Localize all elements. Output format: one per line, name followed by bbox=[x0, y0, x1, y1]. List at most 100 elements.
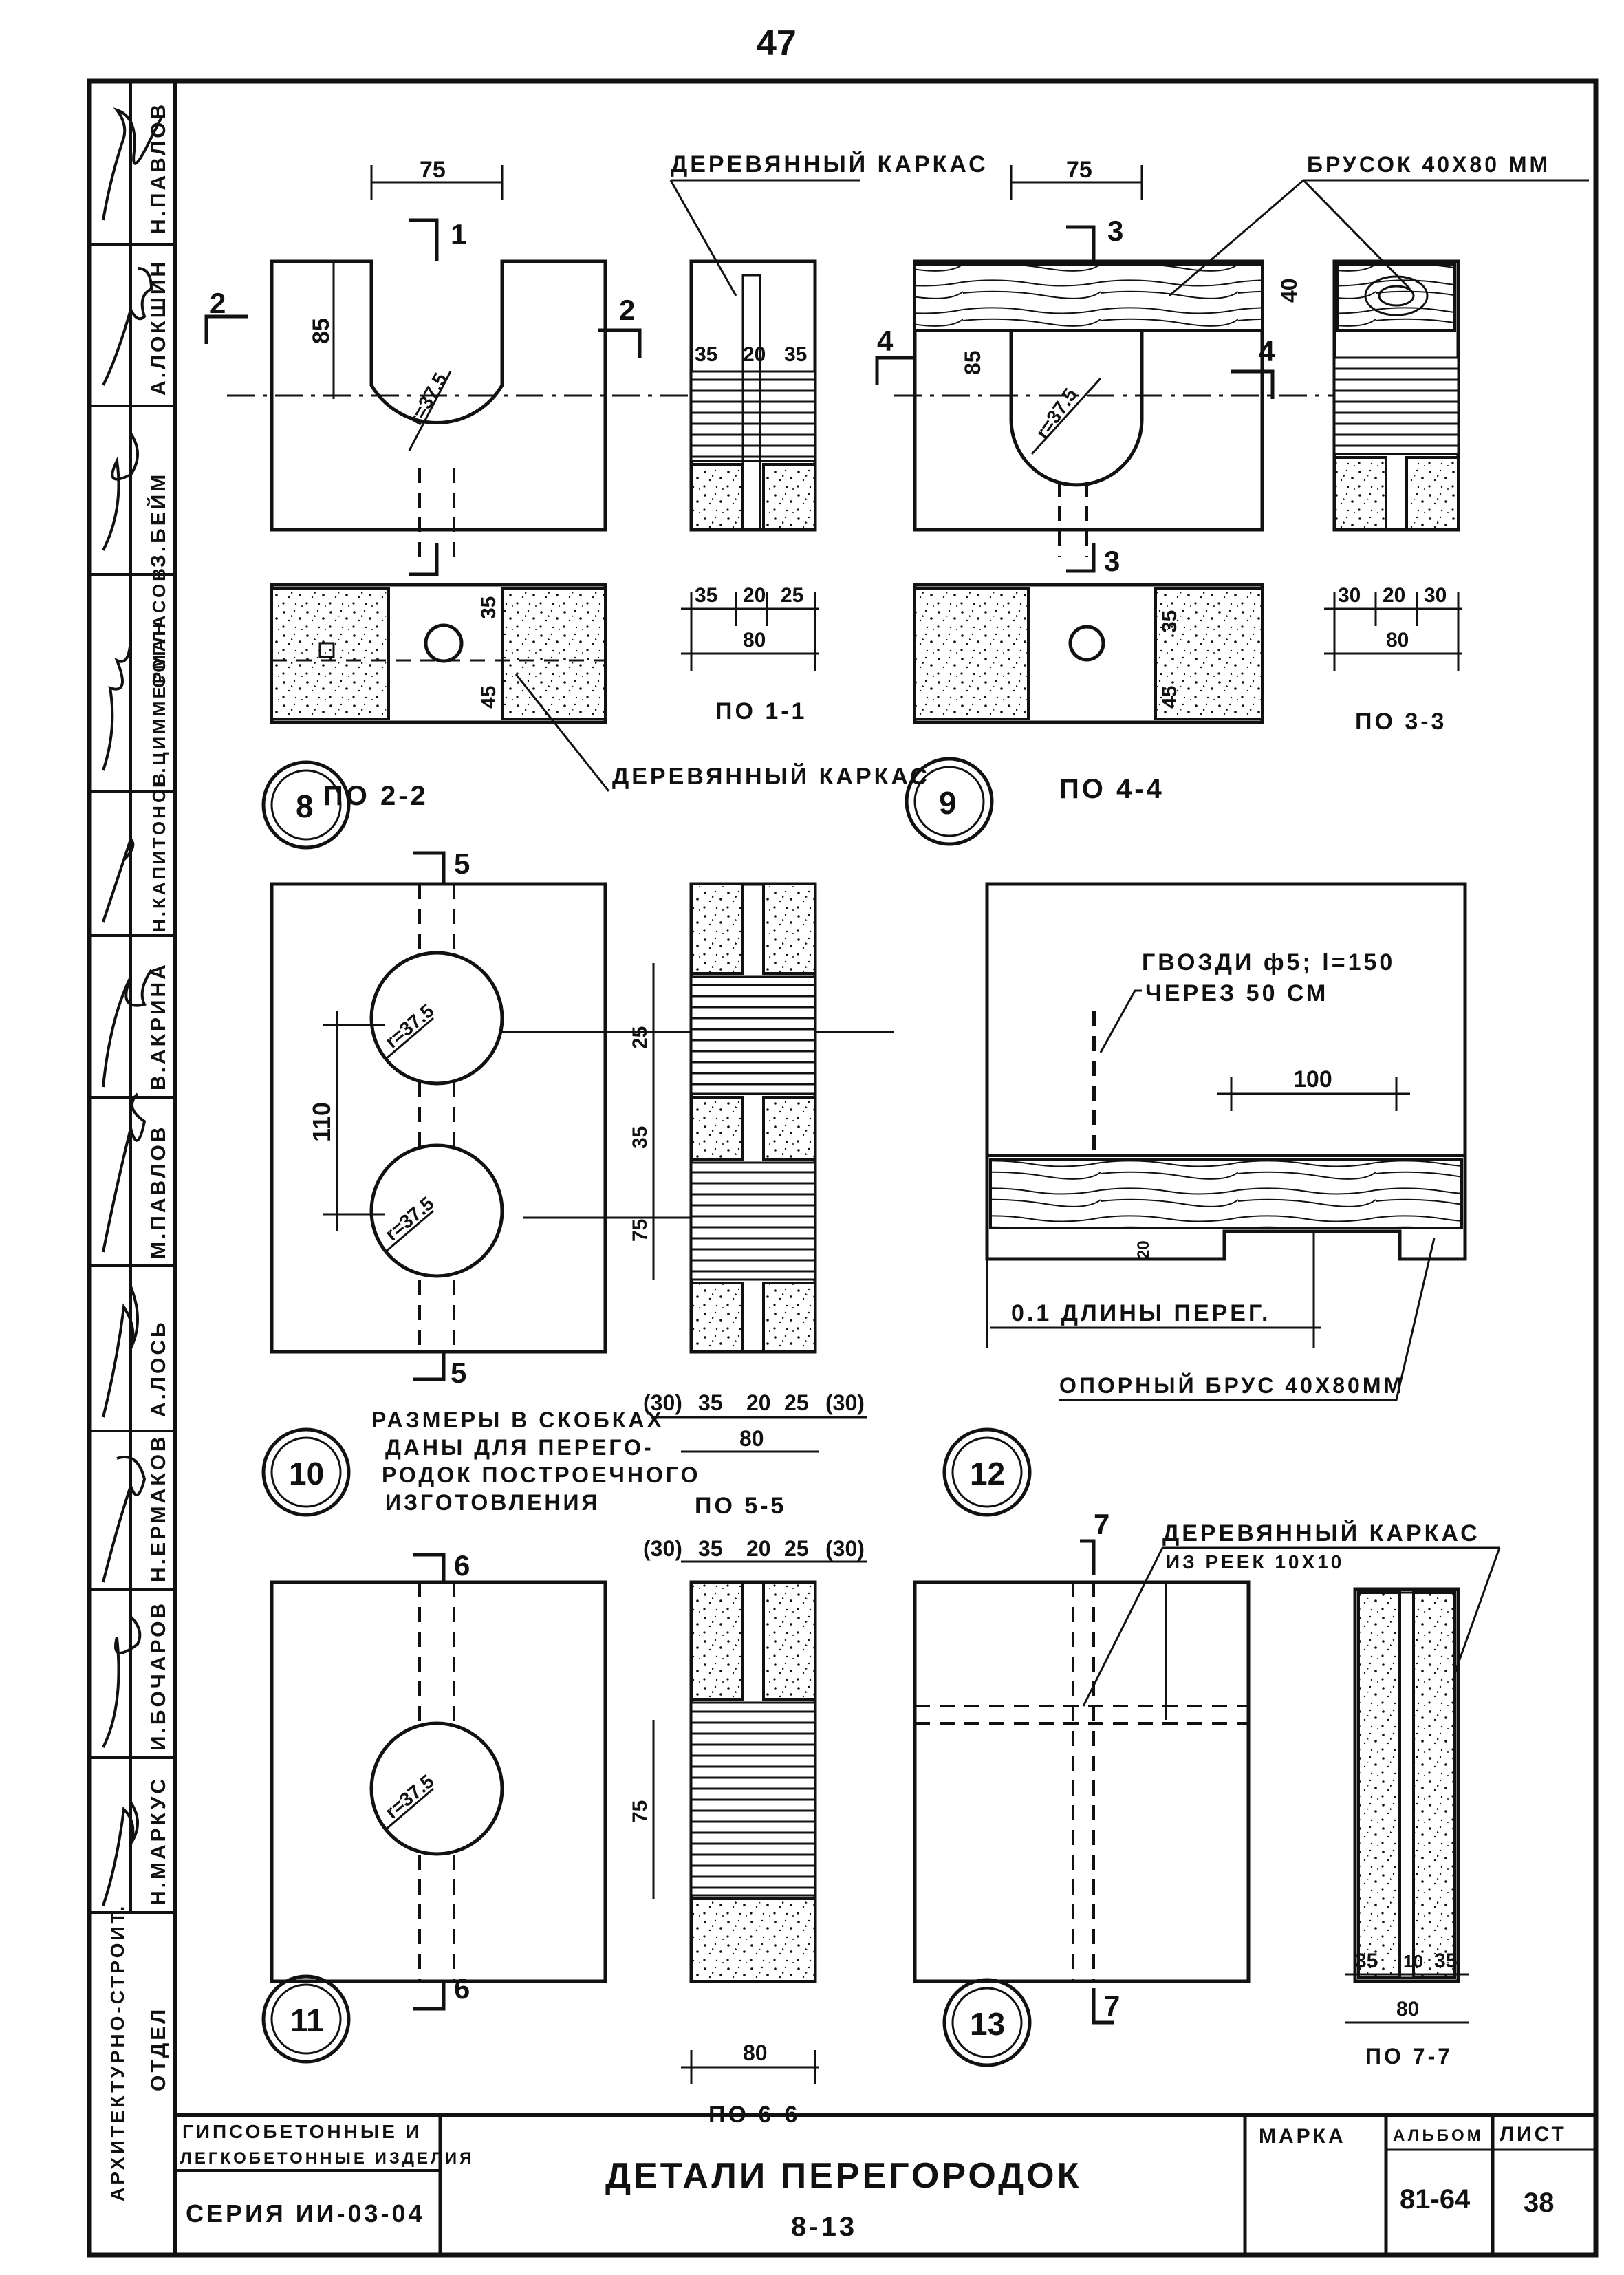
note-line: РОДОК ПОСТРОЕЧНОГО bbox=[382, 1463, 701, 1487]
frame-label: ДЕРЕВЯННЫЙ КАРКАС bbox=[1162, 1520, 1480, 1546]
dim-label: 110 bbox=[307, 1102, 336, 1142]
note-line: РАЗМЕРЫ В СКОБКАХ bbox=[371, 1408, 664, 1432]
album-label: АЛЬБОМ bbox=[1393, 2126, 1484, 2145]
view-caption: ПО 1-1 bbox=[715, 698, 807, 724]
approver-name: З.БЕЙМ bbox=[147, 472, 170, 568]
detail-11: r=37.5 6 6 75 (30) 35 20 25 (30) 80 ПО 6… bbox=[261, 1536, 867, 2128]
section-mark: 2 bbox=[210, 287, 226, 319]
nail-label: ГВОЗДИ ф5; l=150 bbox=[1142, 949, 1395, 975]
dim-label: 85 bbox=[308, 318, 334, 344]
dim-label: 45 bbox=[1158, 686, 1181, 709]
dim-total: 80 bbox=[1396, 1998, 1419, 2020]
detail-9: 75 85 40 r=37.5 3 3 4 4 45 35 ПО 4-4 bbox=[875, 152, 1589, 846]
approver-name: И.БОЧАРОВ bbox=[147, 1601, 170, 1751]
section-mark: 5 bbox=[454, 848, 470, 880]
signature bbox=[102, 107, 163, 221]
dim-label: 20 bbox=[1383, 584, 1405, 607]
section-mark: 6 bbox=[454, 1549, 470, 1582]
approver-name: Н.МАРКУС bbox=[147, 1776, 170, 1906]
approver-name: Е.ЦИММЕРМАН bbox=[149, 621, 169, 788]
approver-name: Н.КАПИТОНОВ bbox=[149, 770, 169, 932]
dim-label: 30 bbox=[1424, 584, 1447, 607]
approver-name: М.ПАВЛОВ bbox=[147, 1124, 170, 1259]
label-frame-bottom: ДЕРЕВЯННЫЙ КАРКАС bbox=[612, 763, 930, 790]
dim-label: 20 bbox=[1134, 1240, 1153, 1259]
dim-total: 80 bbox=[1386, 629, 1409, 651]
approver-name: Н.ЕРМАКОВ bbox=[147, 1434, 170, 1582]
dim-label: 35 bbox=[1434, 1950, 1457, 1972]
detail-13: 7 7 ДЕРЕВЯННЫЙ КАРКАС ИЗ РЕЕК 10Х10 35 1… bbox=[913, 1508, 1501, 2069]
dim-label: (30) bbox=[825, 1390, 865, 1415]
approver-name: В.АКРИНА bbox=[147, 962, 170, 1090]
bar-label: ОПОРНЫЙ БРУС 40Х80ММ bbox=[1059, 1373, 1405, 1398]
approvals-column: Н.ПАВЛОВ А.ЛОКШИН З.БЕЙМ Е.ЦИММЕРМАН Н.К… bbox=[89, 102, 175, 2201]
org-line2: ЛЕГКОБЕТОННЫЕ ИЗДЕЛИЯ bbox=[180, 2149, 474, 2168]
department-line2: ОТДЕЛ bbox=[147, 2007, 170, 2091]
dim-label: 20 bbox=[743, 343, 766, 366]
dim-total: 80 bbox=[739, 1426, 764, 1451]
section-mark: 4 bbox=[1259, 335, 1275, 367]
sheet-subtitle: 8-13 bbox=[791, 2212, 857, 2242]
section-mark: 3 bbox=[1104, 545, 1120, 577]
dim-label: 25 bbox=[781, 584, 803, 607]
dim-label: 75 bbox=[420, 157, 446, 183]
signature bbox=[102, 632, 132, 771]
sheet-title: ДЕТАЛИ ПЕРЕГОРОДОК bbox=[605, 2156, 1081, 2196]
note-line: ИЗГОТОВЛЕНИЯ bbox=[385, 1490, 600, 1515]
dim-label: 20 bbox=[743, 584, 766, 607]
signature bbox=[102, 267, 153, 386]
department-line1: АРХИТЕКТУРНО-СТРОИТ. bbox=[107, 1904, 128, 2201]
signature bbox=[102, 432, 139, 551]
view-caption: ПО 4-4 bbox=[1059, 774, 1165, 804]
dim-label: 35 bbox=[695, 584, 717, 607]
page-number: 47 bbox=[757, 23, 797, 63]
section-mark: 7 bbox=[1094, 1508, 1109, 1540]
dim-label: 45 bbox=[477, 686, 500, 709]
dim-label: (30) bbox=[643, 1536, 682, 1561]
nail-label: ЧЕРЕЗ 50 СМ bbox=[1145, 980, 1328, 1006]
detail-12: ГВОЗДИ ф5; l=150 ЧЕРЕЗ 50 СМ 100 20 0.1 … bbox=[942, 882, 1467, 1517]
view-caption: ПО 3-3 bbox=[1355, 709, 1447, 735]
sheet-label: ЛИСТ bbox=[1500, 2123, 1567, 2146]
section-mark: 6 bbox=[454, 1972, 470, 2005]
signature bbox=[102, 1615, 142, 1748]
signature bbox=[102, 1801, 139, 1906]
dim-label: (30) bbox=[643, 1390, 682, 1415]
dim-label: 25 bbox=[784, 1536, 809, 1561]
view-caption: ПО 5-5 bbox=[695, 1493, 786, 1519]
dim-label: 20 bbox=[746, 1390, 771, 1415]
section-mark: 4 bbox=[877, 325, 894, 357]
dim-label: 35 bbox=[784, 343, 807, 366]
album-value: 81-64 bbox=[1400, 2184, 1471, 2214]
detail-number: 13 bbox=[970, 2006, 1005, 2042]
label-bar: БРУСОК 40Х80 ММ bbox=[1307, 152, 1550, 177]
dim-label: (30) bbox=[825, 1536, 865, 1561]
dim-label: 35 bbox=[477, 596, 500, 619]
signature bbox=[102, 969, 153, 1088]
dim-label: 75 bbox=[629, 1800, 651, 1823]
dim-label: 25 bbox=[629, 1026, 651, 1049]
view-caption: ПО 7-7 bbox=[1365, 2044, 1453, 2069]
signature bbox=[102, 837, 135, 923]
detail-number: 8 bbox=[296, 788, 314, 824]
signature bbox=[102, 1456, 147, 1583]
section-mark: 3 bbox=[1107, 215, 1123, 247]
signature bbox=[102, 1092, 147, 1253]
section-mark: 5 bbox=[451, 1357, 466, 1389]
detail-number: 11 bbox=[290, 2003, 324, 2038]
org-line1: ГИПСОБЕТОННЫЕ И bbox=[182, 2121, 422, 2142]
dim-label: 75 bbox=[1066, 157, 1092, 183]
dim-label: 35 bbox=[1355, 1950, 1378, 1972]
sheet-frame bbox=[87, 78, 1599, 2258]
approver-name: А.ЛОСЬ bbox=[147, 1319, 170, 1417]
dim-total: 80 bbox=[743, 2040, 768, 2065]
dim-label: 25 bbox=[784, 1390, 809, 1415]
radius-label: r=37.5 bbox=[404, 369, 451, 429]
dim-label: 20 bbox=[746, 1536, 771, 1561]
label-frame: ДЕРЕВЯННЫЙ КАРКАС bbox=[671, 151, 988, 177]
dim-label: 40 bbox=[1277, 278, 1301, 303]
dim-label: 85 bbox=[960, 350, 985, 375]
title-block: ГИПСОБЕТОННЫЕ И ЛЕГКОБЕТОННЫЕ ИЗДЕЛИЯ СЕ… bbox=[175, 2113, 1596, 2255]
dim-label: 75 bbox=[629, 1219, 651, 1242]
